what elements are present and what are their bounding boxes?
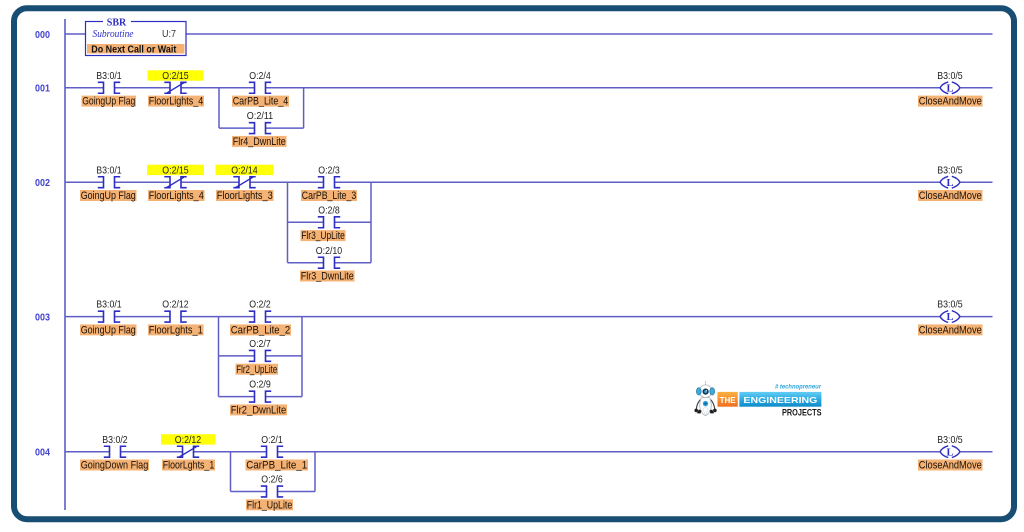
svg-text:CarPB_Lite_1: CarPB_Lite_1: [246, 460, 307, 472]
svg-text:Do Next Call or Wait: Do Next Call or Wait: [91, 44, 177, 55]
svg-text:O:2/15: O:2/15: [162, 164, 189, 176]
svg-text:Flr2_UpLite: Flr2_UpLite: [236, 364, 277, 376]
svg-text:B3:0/5: B3:0/5: [937, 164, 963, 176]
svg-text:O:2/8: O:2/8: [318, 204, 340, 216]
svg-text:O:2/3: O:2/3: [318, 164, 340, 176]
svg-text:FloorLights_4: FloorLights_4: [149, 190, 204, 202]
svg-text:ENGINEERING: ENGINEERING: [743, 395, 817, 405]
svg-text:O:2/2: O:2/2: [249, 299, 271, 311]
svg-text:O:2/12: O:2/12: [175, 434, 202, 446]
svg-text:CloseAndMove: CloseAndMove: [919, 460, 982, 472]
svg-text:O:2/11: O:2/11: [247, 110, 274, 122]
svg-text:PROJECTS: PROJECTS: [782, 407, 822, 418]
svg-text:O:2/4: O:2/4: [249, 70, 271, 82]
svg-text:003: 003: [35, 311, 50, 323]
svg-text:B3:0/1: B3:0/1: [96, 70, 122, 82]
svg-text:CarPB_Lite_4: CarPB_Lite_4: [233, 96, 289, 108]
svg-text:Flr1_UpLite: Flr1_UpLite: [247, 499, 293, 511]
svg-text:O:2/10: O:2/10: [316, 245, 343, 257]
svg-text:O:2/7: O:2/7: [249, 338, 271, 350]
svg-text:FloorLights_3: FloorLights_3: [217, 190, 273, 202]
svg-text:B3:0/1: B3:0/1: [96, 164, 122, 176]
svg-text:O:2/12: O:2/12: [162, 299, 189, 311]
svg-text:O:2/6: O:2/6: [261, 474, 283, 486]
svg-text:CarPB_Lite_3: CarPB_Lite_3: [302, 190, 357, 202]
svg-text:O:2/15: O:2/15: [162, 70, 189, 82]
svg-text:L: L: [946, 83, 953, 94]
svg-text:L: L: [946, 178, 953, 189]
svg-text:Subroutine: Subroutine: [93, 28, 134, 40]
svg-text:# technopreneur: # technopreneur: [775, 383, 822, 390]
svg-text:GoingUp Flag: GoingUp Flag: [82, 96, 135, 108]
svg-text:B3:0/2: B3:0/2: [102, 434, 128, 446]
svg-text:000: 000: [35, 29, 50, 41]
svg-text:L: L: [946, 312, 953, 323]
svg-text:Flr3_DwnLite: Flr3_DwnLite: [301, 271, 354, 283]
svg-text:FloorLghts_1: FloorLghts_1: [149, 325, 203, 337]
svg-text:002: 002: [35, 177, 50, 189]
svg-text:CloseAndMove: CloseAndMove: [919, 325, 982, 337]
svg-text:Flr3_UpLite: Flr3_UpLite: [301, 230, 345, 242]
svg-text:B3:0/5: B3:0/5: [937, 70, 963, 82]
svg-text:O:2/14: O:2/14: [231, 164, 258, 176]
svg-text:004: 004: [35, 447, 50, 459]
svg-text:FloorLights_4: FloorLights_4: [149, 96, 204, 108]
svg-text:GoingUp Flag: GoingUp Flag: [81, 325, 136, 337]
svg-text:SBR: SBR: [107, 17, 127, 28]
svg-text:THE: THE: [720, 395, 736, 405]
svg-text:001: 001: [35, 83, 50, 95]
svg-text:CloseAndMove: CloseAndMove: [919, 190, 982, 202]
svg-text:O:2/9: O:2/9: [249, 379, 271, 391]
svg-text:B3:0/1: B3:0/1: [96, 299, 122, 311]
svg-text:L: L: [946, 447, 953, 458]
svg-text:U:7: U:7: [162, 29, 176, 40]
svg-text:B3:0/5: B3:0/5: [937, 434, 963, 446]
svg-text:B3:0/5: B3:0/5: [937, 299, 963, 311]
svg-text:FloorLghts_1: FloorLghts_1: [163, 460, 215, 472]
svg-text:GoingUp Flag: GoingUp Flag: [81, 190, 136, 202]
svg-text:Flr2_DwnLite: Flr2_DwnLite: [231, 405, 287, 417]
svg-text:Flr4_DwnLite: Flr4_DwnLite: [233, 136, 286, 148]
svg-text:O:2/1: O:2/1: [261, 434, 283, 446]
svg-text:GoingDown Flag: GoingDown Flag: [81, 460, 149, 472]
svg-text:CarPB_Lite_2: CarPB_Lite_2: [231, 325, 291, 337]
svg-text:CloseAndMove: CloseAndMove: [919, 96, 982, 108]
